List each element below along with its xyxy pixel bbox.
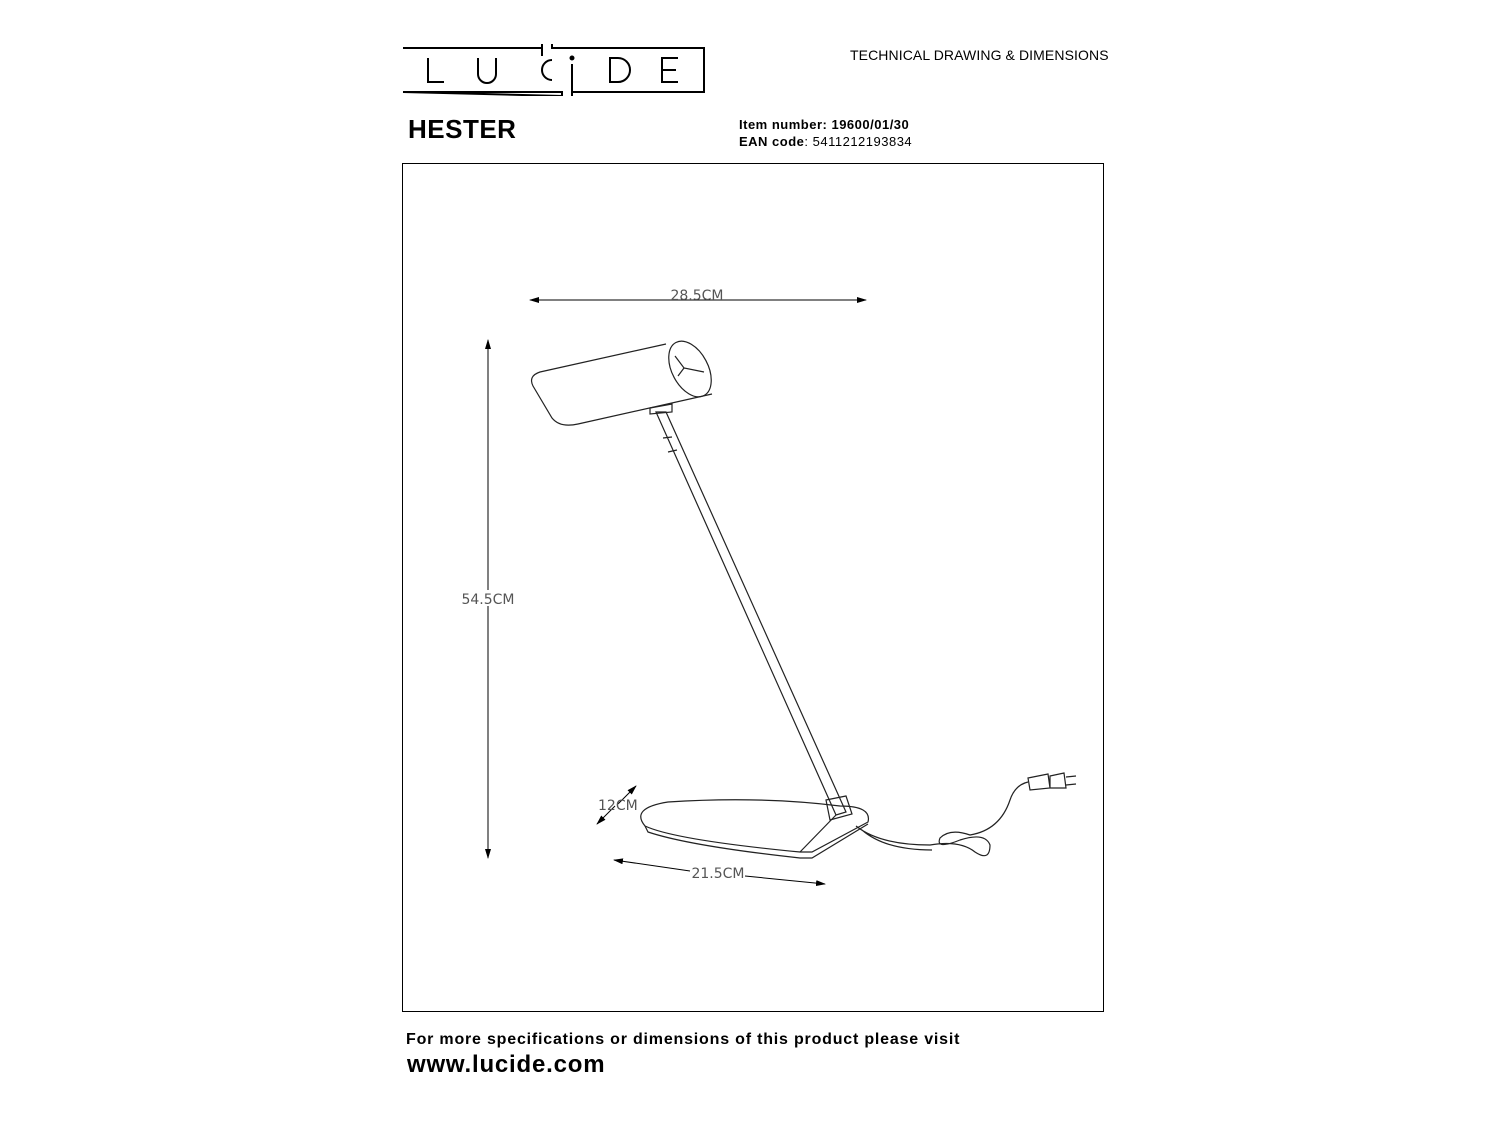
ean-code: 5411212193834 — [812, 134, 913, 149]
lamp-illustration — [530, 340, 1077, 859]
lamp-pole — [655, 411, 847, 816]
dim-base-length-label: 21.5CM — [691, 866, 744, 882]
dimension-base-length: 21.5CM — [613, 858, 826, 887]
dimension-base-depth: 12CM — [596, 785, 638, 825]
drawing-frame — [402, 163, 1104, 1012]
lamp-base — [640, 799, 870, 853]
ean-label: EAN code — [739, 134, 805, 149]
dimension-height: 54.5CM — [458, 339, 518, 859]
item-number: 19600/01/30 — [831, 117, 910, 132]
item-info: Item number: 19600/01/30 EAN code: 54112… — [739, 117, 913, 149]
footer-note: For more specifications or dimensions of… — [406, 1031, 961, 1048]
dim-base-depth-label: 12CM — [598, 798, 638, 814]
document-type-label: TECHNICAL DRAWING & DIMENSIONS — [850, 47, 1109, 63]
dimension-width: 28.5CM — [529, 288, 867, 304]
website-link[interactable]: www.lucide.com — [407, 1051, 606, 1078]
power-cord — [855, 781, 1029, 857]
item-number-label: Item number — [739, 117, 823, 132]
lamp-shade — [530, 343, 713, 426]
plug — [1027, 772, 1077, 791]
dim-height-label: 54.5CM — [461, 592, 514, 608]
product-name: HESTER — [408, 114, 517, 144]
lucide-logo — [402, 44, 705, 96]
dim-width-label: 28.5CM — [670, 288, 723, 304]
